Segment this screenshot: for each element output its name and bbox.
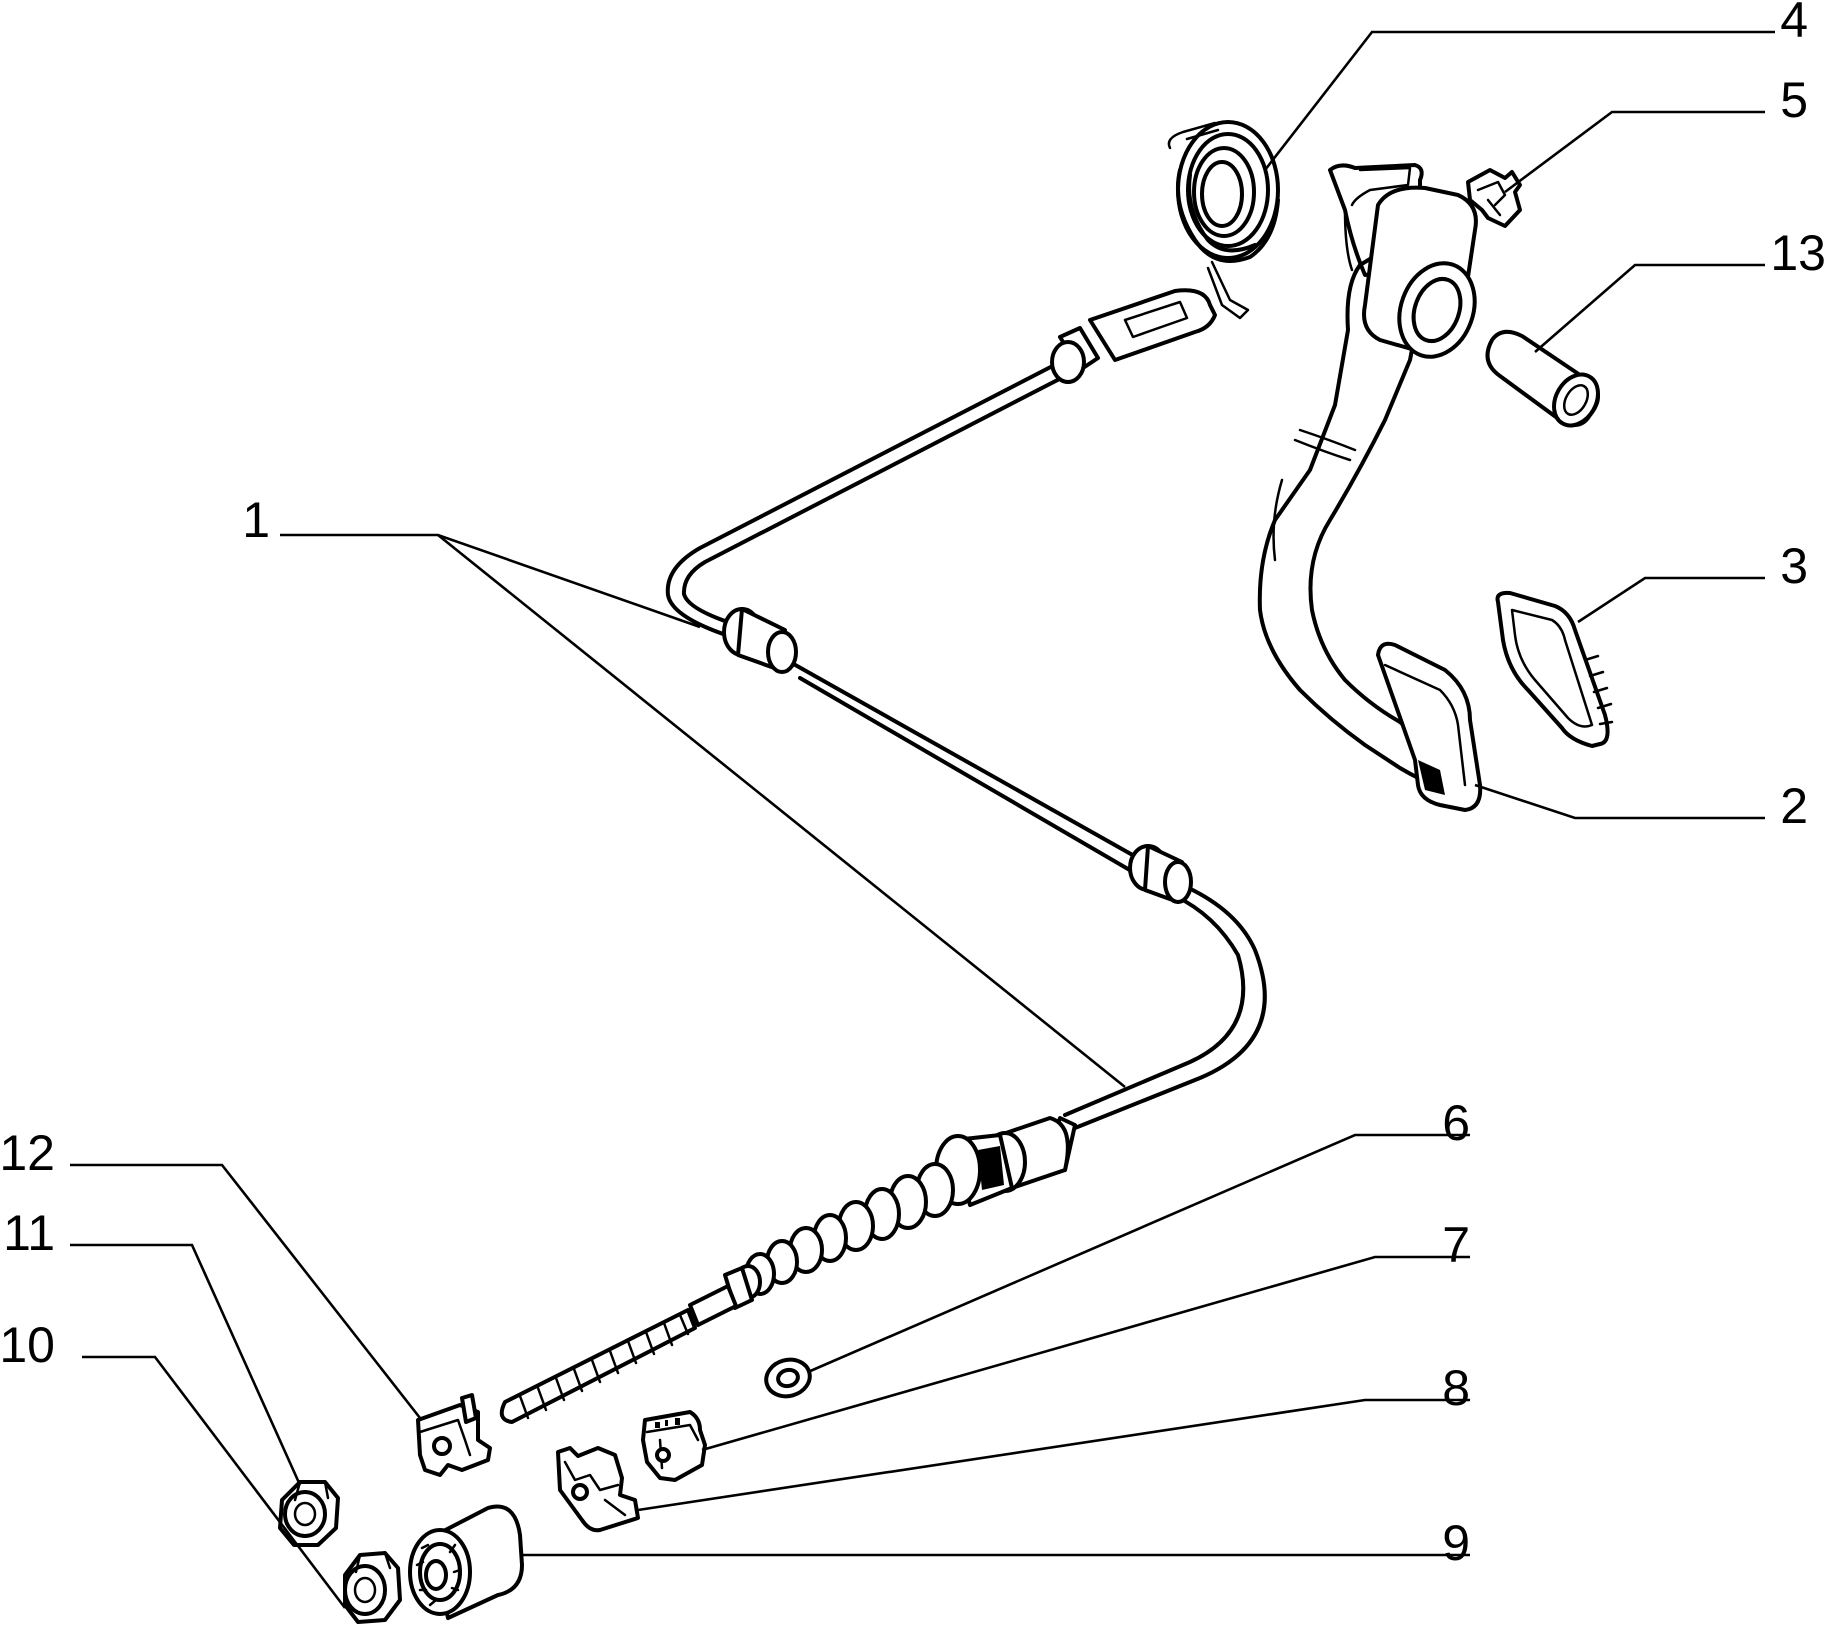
cable-grommet-lower bbox=[1128, 844, 1193, 904]
callout-2: 2 bbox=[1780, 778, 1808, 834]
return-spring bbox=[1167, 120, 1280, 320]
leader-11 bbox=[70, 1243, 302, 1486]
leader-5 bbox=[1504, 110, 1765, 194]
leader-2 bbox=[1474, 783, 1765, 820]
nut-clip bbox=[416, 1393, 492, 1477]
pivot-bush bbox=[1485, 329, 1600, 428]
callout-7: 7 bbox=[1442, 1217, 1470, 1273]
retaining-clip bbox=[1466, 168, 1522, 228]
pedal-foot-plate bbox=[1376, 641, 1483, 812]
callout-10: 10 bbox=[0, 1317, 55, 1373]
leader-lines bbox=[70, 30, 1775, 1609]
cable-retaining-bracket bbox=[641, 1410, 707, 1482]
hex-nut-lower bbox=[343, 1551, 402, 1624]
clip-plate bbox=[556, 1446, 640, 1533]
leader-12 bbox=[70, 1163, 422, 1419]
hex-nut-upper bbox=[278, 1480, 340, 1547]
callout-1: 1 bbox=[242, 492, 270, 548]
washer bbox=[764, 1357, 812, 1399]
leader-1b bbox=[437, 533, 1126, 1089]
callout-12: 12 bbox=[0, 1125, 55, 1181]
cable-threaded-rod bbox=[499, 1284, 738, 1424]
clutch-cable bbox=[499, 288, 1267, 1424]
clutch-pedal bbox=[1257, 163, 1483, 812]
leader-7 bbox=[701, 1255, 1470, 1452]
leader-1 bbox=[280, 533, 701, 629]
cable-adjuster-body bbox=[934, 1116, 1077, 1207]
callout-4: 4 bbox=[1780, 0, 1808, 48]
leader-4 bbox=[1263, 30, 1775, 171]
adjuster-nut bbox=[408, 1504, 524, 1620]
leader-6 bbox=[807, 1133, 1470, 1374]
callout-5: 5 bbox=[1780, 72, 1808, 128]
leader-3 bbox=[1577, 576, 1765, 624]
cable-grommet-upper bbox=[722, 607, 798, 674]
leader-10 bbox=[82, 1355, 347, 1609]
callout-3: 3 bbox=[1780, 538, 1808, 594]
pedal-rubber-pad bbox=[1495, 590, 1614, 748]
callout-8: 8 bbox=[1442, 1360, 1470, 1416]
callout-6: 6 bbox=[1442, 1095, 1470, 1151]
cable-eye-end bbox=[1088, 288, 1217, 362]
leader-13 bbox=[1534, 263, 1765, 353]
callout-9: 9 bbox=[1442, 1515, 1470, 1571]
leader-8 bbox=[637, 1398, 1470, 1512]
cable-dust-boot bbox=[723, 1162, 955, 1310]
callout-numbers: 1 2 3 4 5 6 7 8 9 10 11 12 13 bbox=[0, 0, 1826, 1571]
callout-13: 13 bbox=[1770, 225, 1826, 281]
callout-11: 11 bbox=[3, 1205, 55, 1261]
